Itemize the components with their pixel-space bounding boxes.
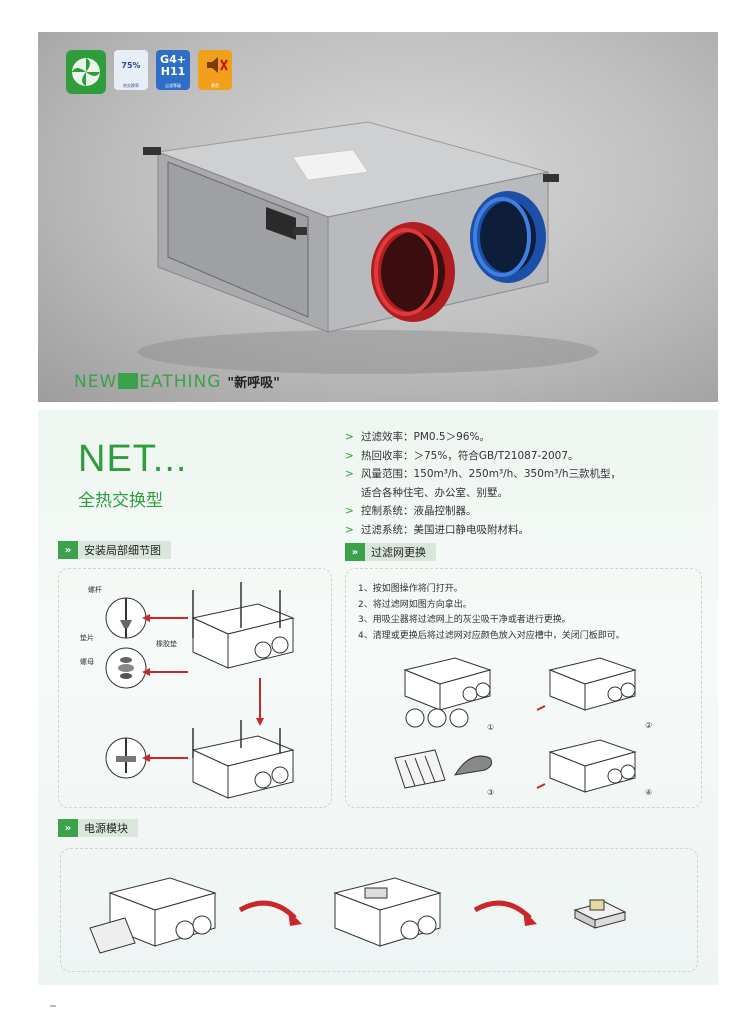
filter-step: 4、清理或更换后将过滤网对应颜色放入对应槽中，关闭门板即可。 xyxy=(358,630,625,641)
filter-steps: 1、按如图操作将门打开。 2、将过滤网如图方向拿出。 3、用吸尘器将过滤网上的灰… xyxy=(358,582,698,644)
brand-square xyxy=(118,373,139,389)
install-diagram-box xyxy=(58,568,332,808)
spec-item: 适合各种住宅、办公室、别墅。 xyxy=(345,484,705,503)
product-title: NET... xyxy=(78,438,188,480)
brand-left: NEW xyxy=(74,372,118,392)
spec-text: 适合各种住宅、办公室、别墅。 xyxy=(361,486,508,499)
install-diagram: 螺杆 垫片 橡胶垫 螺母 xyxy=(80,582,295,799)
hero-banner: 75% 热交换率 G4+ H11 过滤等级 静音 NEW EATHING "新呼吸… xyxy=(38,32,718,402)
double-chevron-icon: » xyxy=(58,541,78,559)
mute-caption: 静音 xyxy=(211,83,219,88)
section-power: » 电源模块 xyxy=(58,819,138,837)
pinwheel-icon xyxy=(72,58,100,86)
label-nut: 螺母 xyxy=(80,657,94,666)
spec-list: > 过滤效率：PM0.5＞96%。 > 热回收率：＞75%，符合GB/T21087-… xyxy=(345,428,705,539)
feature-badges: 75% 热交换率 G4+ H11 过滤等级 静音 xyxy=(66,50,232,94)
section-filter: » 过滤网更换 xyxy=(345,543,436,561)
brand-logo-icon xyxy=(66,50,106,94)
step-number: ④ xyxy=(645,788,652,797)
label-rod: 螺杆 xyxy=(88,585,102,594)
filter-step: 2、将过滤网如图方向拿出。 xyxy=(358,599,472,610)
spec-item: > 过滤效率：PM0.5＞96%。 xyxy=(345,428,705,447)
arrow-icon: > xyxy=(345,449,354,462)
section-install: » 安装局部细节图 xyxy=(58,541,171,559)
arrow-icon: > xyxy=(345,505,354,517)
spec-text: 过滤系统：美国进口静电吸附材料。 xyxy=(361,523,529,536)
step-number: ② xyxy=(645,721,652,730)
filter-diagram-box xyxy=(345,568,702,808)
spec-text: 过滤效率：PM0.5＞96%。 xyxy=(361,431,490,443)
filter-diagram: ① ② ③ ④ xyxy=(394,657,652,797)
brand-right: EATHING xyxy=(139,372,222,392)
spec-item: > 风量范围：150m³/h、250m³/h、350m³/h三款机型， xyxy=(345,465,705,484)
step-number: ③ xyxy=(487,788,494,797)
spec-item: > 过滤系统：美国进口静电吸附材料。 xyxy=(345,521,705,540)
spec-text: 热回收率：＞75%，符合GB/T21087-2007。 xyxy=(361,449,579,462)
section-power-label: 电源模块 xyxy=(84,822,128,835)
power-diagram-box xyxy=(60,848,698,972)
product-subtitle: 全热交换型 xyxy=(78,491,163,511)
speaker-mute-icon xyxy=(207,57,228,73)
spec-item: > 控制系统：液晶控制器。 xyxy=(345,502,705,521)
double-chevron-icon: » xyxy=(58,819,78,837)
brand-name: NEW EATHING xyxy=(74,372,221,392)
power-diagram xyxy=(89,877,627,954)
efficiency-badge: 75% 热交换率 xyxy=(114,50,148,90)
arrow-icon: > xyxy=(345,468,354,480)
double-chevron-icon: » xyxy=(345,543,365,561)
efficiency-value: 75% xyxy=(121,61,141,70)
label-washer: 垫片 xyxy=(80,633,94,642)
product-render xyxy=(138,121,598,374)
filter-grade-caption: 过滤等级 xyxy=(165,83,181,88)
filter-step: 3、用吸尘器将过滤网上的灰尘吸干净或者进行更换。 xyxy=(358,615,571,625)
red-duct xyxy=(371,222,455,322)
spec-text: 风量范围：150m³/h、250m³/h、350m³/h三款机型， xyxy=(361,468,622,480)
efficiency-caption: 热交换率 xyxy=(123,83,139,88)
spec-text: 控制系统：液晶控制器。 xyxy=(361,505,477,517)
arrow-icon: > xyxy=(345,523,354,536)
mute-badge: 静音 xyxy=(198,50,232,90)
label-shock: 橡胶垫 xyxy=(156,639,177,648)
blue-duct xyxy=(470,191,546,283)
spec-item: > 热回收率：＞75%，符合GB/T21087-2007。 xyxy=(345,447,705,466)
page-mark xyxy=(50,1005,56,1007)
brand-slogan: NEW EATHING "新呼吸" xyxy=(74,372,280,392)
step-number: ① xyxy=(487,723,494,732)
filter-grade-value: G4+ H11 xyxy=(160,53,186,78)
filter-step: 1、按如图操作将门打开。 xyxy=(358,584,463,594)
filter-grade-badge: G4+ H11 过滤等级 xyxy=(156,50,190,90)
section-install-label: 安装局部细节图 xyxy=(84,544,161,557)
arrow-icon: > xyxy=(345,431,354,443)
brand-chinese: "新呼吸" xyxy=(227,376,280,391)
section-filter-label: 过滤网更换 xyxy=(371,546,426,559)
